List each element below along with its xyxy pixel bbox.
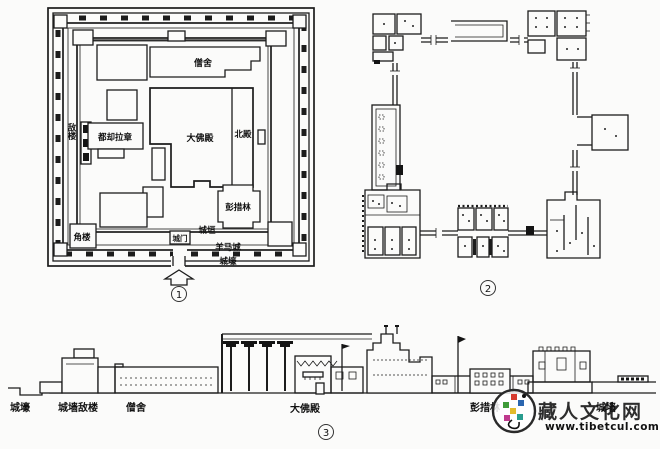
figure2-number: 2 — [480, 280, 496, 296]
city-gate — [169, 230, 191, 267]
banner-pole — [342, 344, 350, 349]
great-buddha-hall-elevation — [221, 333, 372, 395]
top-detached-hall — [451, 20, 508, 42]
monk-quarters-building — [149, 46, 261, 78]
label-sheep-horse-wall: 羊马城 — [215, 242, 241, 253]
prayer-flag-pole — [457, 336, 466, 393]
svg-text:2: 2 — [485, 284, 491, 295]
label-wall-tower: 城墙敌楼 — [58, 401, 98, 414]
label-moat: 城壕 — [219, 256, 237, 267]
section-elevation: 城壕 城墙敌楼 僧舍 大佛殿 彭措林 城墙 3 藏人文化网 www.tibetc… — [8, 325, 659, 440]
great-buddha-hall-building — [149, 87, 254, 188]
label-north-hall: 北殿 — [234, 129, 252, 140]
label-city-wall-inner: 城垣 — [198, 225, 216, 236]
corner-tower — [69, 223, 97, 249]
label-monk-quarters: 僧舍 — [194, 57, 213, 69]
label-monk-quarters: 僧舍 — [126, 401, 147, 414]
far-right-wall-elevation — [592, 375, 656, 383]
gate-marker — [396, 165, 403, 175]
top-left-room-cluster — [372, 13, 422, 64]
label-duquelazhang: 都却拉章 — [97, 132, 133, 143]
pengcuolin-building — [217, 184, 261, 229]
duquelazhang-building — [87, 122, 144, 159]
figure1-number: 1 — [171, 286, 187, 302]
watermark-site-name: 藏人文化网 — [538, 400, 643, 423]
bottom-center-room-cluster — [457, 204, 509, 258]
label-great-buddha-hall: 大佛殿 — [290, 402, 321, 415]
bottom-left-room-cluster — [362, 183, 421, 259]
top-corridor — [421, 20, 528, 45]
svg-text:1: 1 — [176, 290, 182, 301]
left-corridor-gallery — [371, 63, 403, 191]
label-city-wall: 城墙 — [596, 401, 616, 414]
monk-quarters-elevation — [114, 363, 219, 394]
tibetcul-logo-icon — [491, 388, 537, 434]
label-great-buddha-hall: 大佛殿 — [186, 132, 214, 144]
watermark: 藏人文化网 www.tibetcul.com — [491, 388, 659, 434]
gate-marker — [526, 226, 534, 235]
right-fortress-elevation — [527, 346, 593, 394]
label-pengcuolin: 彭措林 — [225, 202, 251, 213]
label-corner-tower: 角楼 — [73, 232, 91, 243]
label-city-gate: 城门 — [173, 233, 188, 243]
plan1-fortified-monastery: 僧舍 都却拉章 大佛殿 北殿 敌楼 彭措林 城垣 城门 羊马城 角楼 城壕 1 — [47, 7, 315, 302]
pengcuolin-elevation — [431, 368, 534, 394]
svg-text:3: 3 — [323, 428, 329, 439]
plan2-courtyard-plan: 2 — [362, 10, 629, 296]
bottom-corridor — [420, 226, 547, 238]
top-right-room-cluster — [527, 10, 590, 61]
rear-halls-elevation — [366, 325, 433, 394]
label-watchtower: 敌楼 — [66, 122, 76, 141]
wall-tower — [39, 348, 116, 394]
inner-buildings — [69, 30, 266, 249]
figure3-number: 3 — [318, 424, 334, 440]
watermark-url: www.tibetcul.com — [545, 421, 659, 433]
right-side-room — [591, 114, 629, 151]
right-corridor — [570, 62, 629, 195]
columns — [223, 341, 293, 391]
label-moat: 城壕 — [10, 401, 31, 414]
bottom-right-room-cluster — [546, 191, 601, 259]
north-arrow-icon — [162, 269, 196, 286]
